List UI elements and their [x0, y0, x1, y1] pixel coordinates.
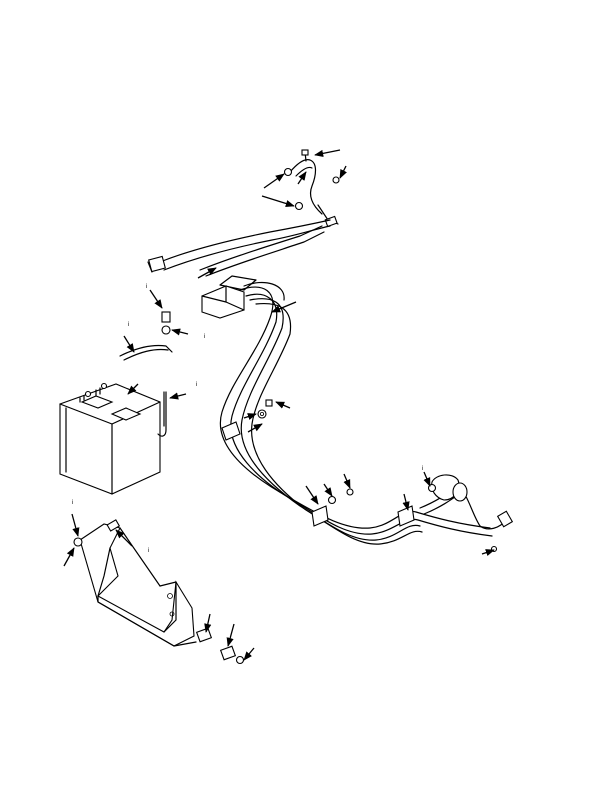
callout-arrow — [423, 471, 431, 487]
callout-arrow — [261, 195, 295, 208]
callout-arrow — [149, 289, 163, 309]
callout-arrow — [63, 547, 75, 567]
index-mark: i — [196, 382, 197, 388]
callout-arrow — [402, 493, 410, 511]
callout-arrow — [305, 485, 319, 505]
callout-arrow — [343, 473, 351, 489]
callout-arrow — [71, 513, 80, 537]
main-harness — [219, 281, 514, 553]
index-mark: i — [146, 284, 147, 290]
index-mark: i — [148, 548, 149, 554]
callout-arrow — [226, 623, 235, 647]
callout-arrow — [123, 335, 135, 353]
callout-arrow — [339, 165, 347, 179]
callout-arrow — [171, 328, 189, 336]
harness-fasteners — [257, 399, 437, 505]
callout-arrow — [314, 149, 341, 157]
callout-arrow — [243, 413, 257, 421]
battery — [59, 382, 161, 495]
index-mark: i — [422, 466, 423, 472]
callout-arrow — [481, 549, 495, 557]
upper-harness — [147, 219, 331, 291]
callout-arrow — [243, 647, 255, 661]
index-mark: i — [204, 334, 205, 340]
callout-arrow — [169, 392, 187, 400]
callout-arrow — [275, 401, 291, 409]
junction-box — [201, 285, 245, 319]
battery-tray — [73, 519, 245, 665]
callout-arrow — [271, 301, 297, 313]
callout-arrow — [323, 483, 333, 497]
index-mark: i — [128, 322, 129, 328]
callout-arrow — [197, 267, 217, 279]
index-marks: i i i i i i i — [72, 284, 423, 554]
callout-arrow — [127, 383, 139, 395]
callout-arrow — [247, 423, 263, 433]
callout-arrow — [263, 173, 285, 189]
top-terminal-cluster — [283, 149, 340, 228]
index-mark: i — [72, 500, 73, 506]
callout-arrow — [115, 529, 133, 547]
callout-arrow — [204, 613, 212, 633]
hold-down-parts — [119, 311, 173, 437]
callout-arrows — [63, 149, 495, 661]
callout-arrow — [297, 171, 307, 185]
